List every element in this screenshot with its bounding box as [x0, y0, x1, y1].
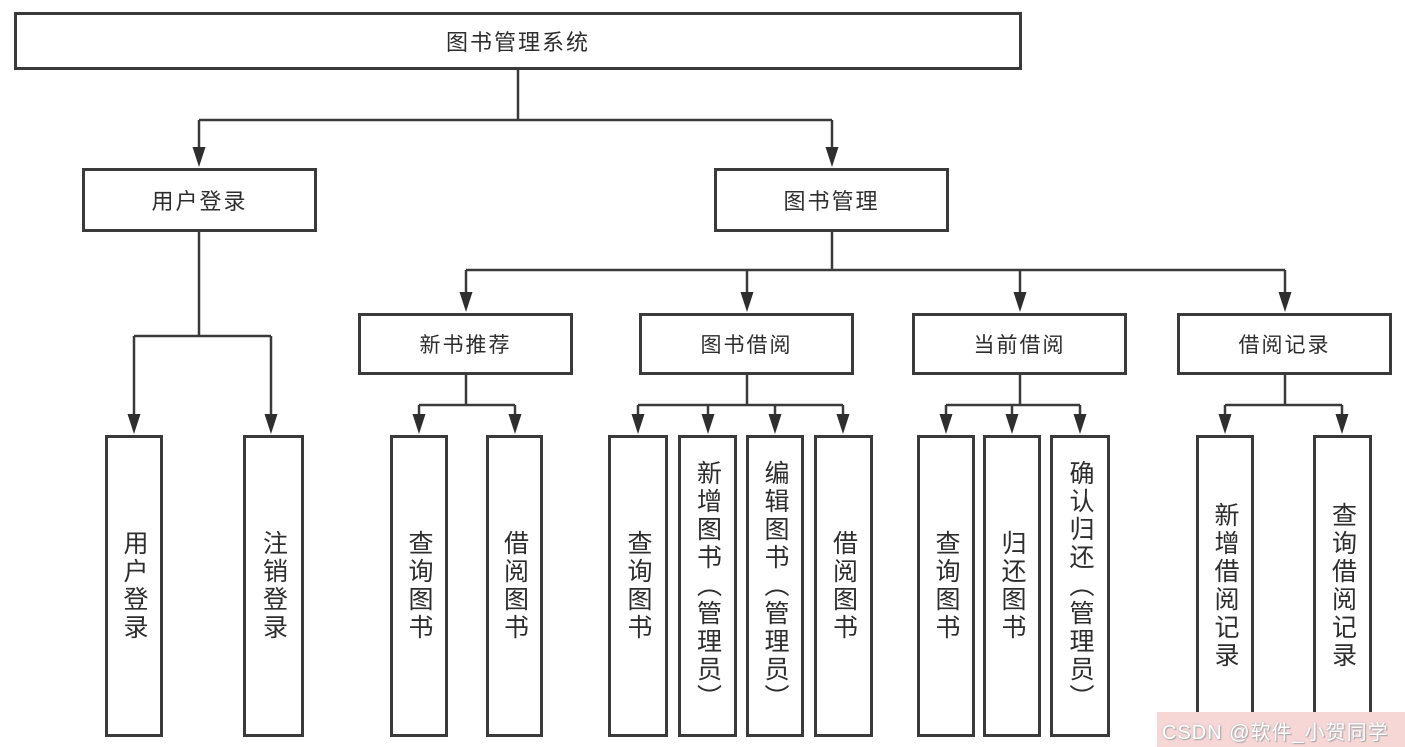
- leaf-borrow-books-recommend: 借阅图书: [486, 435, 543, 737]
- leaf-label: 新增图书（管理员）: [693, 460, 722, 712]
- leaf-logout: 注销登录: [243, 435, 304, 737]
- leaf-edit-books-admin: 编辑图书（管理员）: [746, 435, 804, 737]
- node-borrowing-records: 借阅记录: [1177, 313, 1392, 375]
- leaf-borrow-books-borrowing: 借阅图书: [814, 435, 873, 737]
- node-label: 借阅记录: [1238, 334, 1331, 357]
- node-label: 图书管理: [783, 189, 880, 214]
- leaf-return-books: 归还图书: [983, 435, 1041, 737]
- node-library-management-system: 图书管理系统: [14, 12, 1022, 70]
- leaf-query-books-current: 查询图书: [917, 435, 975, 737]
- leaf-confirm-return-admin: 确认归还（管理员）: [1050, 435, 1110, 737]
- leaf-add-books-admin: 新增图书（管理员）: [678, 435, 737, 737]
- node-label: 图书借阅: [700, 334, 793, 357]
- node-book-borrowing: 图书借阅: [639, 313, 854, 375]
- leaf-label: 确认归还（管理员）: [1066, 460, 1094, 712]
- leaf-user-login: 用户登录: [105, 435, 163, 737]
- leaf-label: 用户登录: [120, 530, 148, 642]
- leaf-label: 注销登录: [259, 530, 288, 642]
- leaf-label: 查询借阅记录: [1328, 502, 1357, 670]
- node-label: 用户登录: [151, 189, 248, 214]
- leaf-label: 查询图书: [932, 530, 960, 642]
- leaf-label: 借阅图书: [500, 530, 529, 642]
- leaf-label: 编辑图书（管理员）: [761, 460, 789, 712]
- leaf-label: 查询图书: [624, 530, 652, 642]
- leaf-label: 借阅图书: [829, 530, 858, 642]
- leaf-add-borrow-record: 新增借阅记录: [1196, 435, 1254, 737]
- node-current-borrowing: 当前借阅: [912, 313, 1127, 375]
- leaf-label: 新增借阅记录: [1211, 502, 1239, 670]
- leaf-label: 归还图书: [998, 530, 1026, 642]
- node-label: 新书推荐: [419, 334, 512, 357]
- node-book-management: 图书管理: [714, 168, 949, 232]
- leaf-query-borrow-record: 查询借阅记录: [1313, 435, 1372, 737]
- leaf-query-books-recommend: 查询图书: [390, 435, 448, 737]
- csdn-watermark: CSDN @软件_小贺同学: [1162, 722, 1389, 744]
- node-new-book-recommendation: 新书推荐: [358, 313, 573, 375]
- node-user-login: 用户登录: [82, 168, 317, 232]
- node-label: 图书管理系统: [445, 30, 590, 55]
- leaf-label: 查询图书: [405, 530, 433, 642]
- node-label: 当前借阅: [973, 334, 1066, 357]
- leaf-query-books-borrowing: 查询图书: [608, 435, 668, 737]
- watermark-background: [1157, 712, 1405, 747]
